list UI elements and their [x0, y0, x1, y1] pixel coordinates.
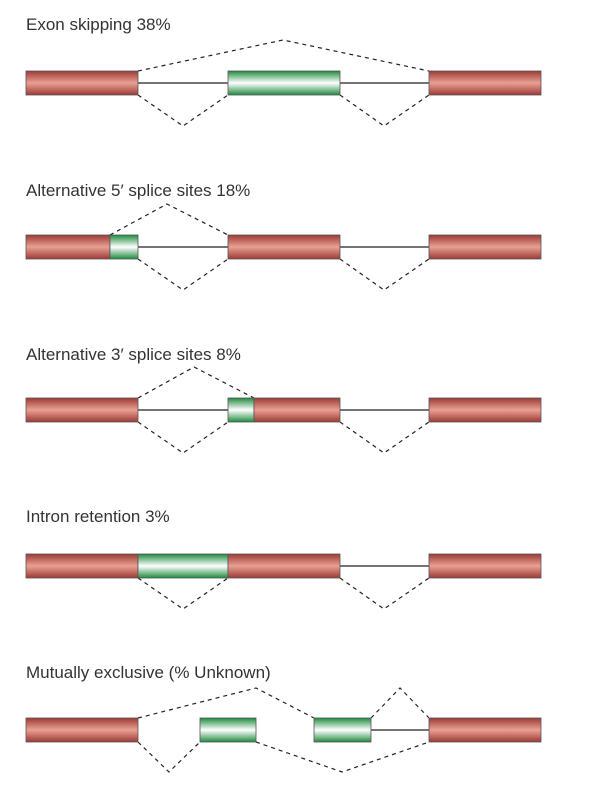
- alternative-exon-segment: [109, 234, 139, 260]
- lower-splice-path: [339, 258, 430, 291]
- lower-splice-path: [255, 741, 430, 773]
- panel-title: Intron retention 3%: [26, 507, 170, 526]
- panel-alt-3-splice: Alternative 3′ splice sites 8%: [25, 345, 542, 454]
- constitutive-exon: [428, 717, 542, 743]
- constitutive-exon: [428, 397, 542, 423]
- constitutive-exon: [253, 397, 341, 423]
- lower-splice-path: [137, 258, 229, 291]
- lower-splice-path: [137, 741, 201, 773]
- panel-exon-skipping: Exon skipping 38%: [25, 15, 542, 127]
- panel-mutually-exclusive: Mutually exclusive (% Unknown): [25, 663, 542, 773]
- constitutive-exon: [25, 717, 139, 743]
- constitutive-exon: [428, 234, 542, 260]
- alternative-exon-segment: [227, 397, 255, 423]
- inclusion-splice-path: [137, 94, 229, 127]
- upper-splice-path: [137, 687, 315, 719]
- panel-title: Mutually exclusive (% Unknown): [26, 663, 271, 682]
- constitutive-exon: [428, 70, 542, 96]
- constitutive-exon: [227, 553, 341, 579]
- lower-splice-path: [137, 577, 229, 610]
- lower-splice-path: [339, 421, 430, 454]
- alternative-exon: [227, 70, 341, 96]
- alternative-exon: [199, 717, 257, 743]
- constitutive-exon: [227, 234, 341, 260]
- constitutive-exon: [25, 70, 139, 96]
- constitutive-exon: [25, 397, 139, 423]
- lower-splice-path: [339, 577, 430, 610]
- panel-intron-retention: Intron retention 3%: [25, 507, 542, 610]
- panel-title: Alternative 3′ splice sites 8%: [26, 345, 241, 364]
- upper-splice-path: [137, 366, 255, 399]
- inclusion-splice-path: [339, 94, 430, 127]
- upper-splice-path: [370, 687, 430, 719]
- constitutive-exon: [25, 234, 111, 260]
- retained-intron: [137, 553, 229, 579]
- panel-title: Exon skipping 38%: [26, 15, 171, 34]
- constitutive-exon: [25, 553, 139, 579]
- constitutive-exon: [428, 553, 542, 579]
- skipping-splice-path: [137, 39, 430, 72]
- alternative-exon: [313, 717, 372, 743]
- upper-splice-path: [109, 203, 229, 236]
- lower-splice-path: [137, 421, 229, 454]
- panel-alt-5-splice: Alternative 5′ splice sites 18%: [25, 181, 542, 291]
- panel-title: Alternative 5′ splice sites 18%: [26, 181, 250, 200]
